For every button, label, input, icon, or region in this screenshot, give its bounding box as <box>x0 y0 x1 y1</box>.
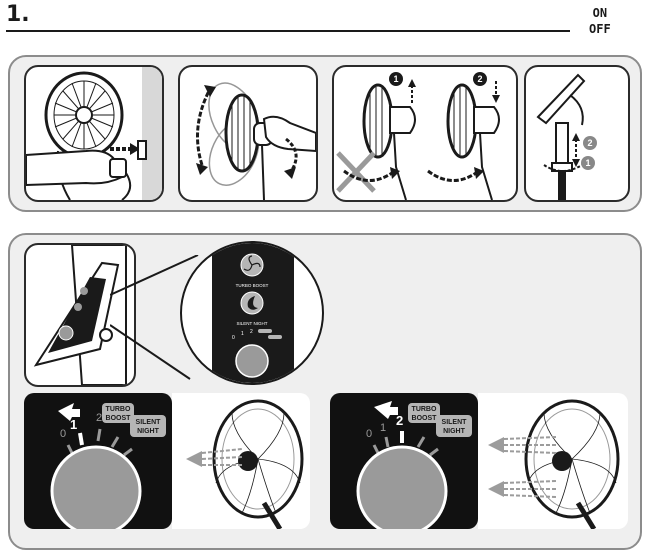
collar-rotate-arrow <box>543 164 583 172</box>
height-badge-2-label: 2 <box>587 138 592 148</box>
turbo-boost-badge <box>408 403 440 423</box>
airflow-low-panel <box>172 393 310 529</box>
panel-height-adjust: 2 1 <box>524 65 630 202</box>
silent-line2: NIGHT <box>443 428 466 435</box>
plug-in-illustration <box>26 67 162 200</box>
tilt-illustration <box>196 82 316 200</box>
height-adjust-illustration: 2 1 <box>536 73 597 200</box>
position-2-label-active: 2 <box>396 413 403 428</box>
zoom-control-detail: TURBO BOOST SILENT NIGHT 0 1 2 <box>180 241 324 385</box>
dial-scale: 0 1 2 <box>232 329 282 341</box>
speed-setting-1-dial: 0 1 2 TURBO BOOST SILENT NIGHT <box>50 403 166 529</box>
dial-ticks <box>66 428 133 457</box>
attach-head-illustration: 1 2 <box>336 72 500 200</box>
controls-frame: TURBO BOOST SILENT NIGHT 0 1 2 0 1 2 TUR… <box>8 233 642 550</box>
mini-speed-dial <box>58 325 74 341</box>
turbo-button-label: TURBO BOOST <box>236 283 269 288</box>
remove-cross-icon <box>336 151 376 193</box>
height-arrow-icon <box>572 133 580 167</box>
height-badge-2 <box>583 136 597 150</box>
fan-head-icon <box>224 93 273 200</box>
speed-dial-knob-large[interactable] <box>50 445 142 529</box>
fan-bracket <box>536 73 586 126</box>
fan-head-icon <box>362 83 416 200</box>
stand-pole <box>551 122 573 200</box>
header-rule <box>6 30 570 32</box>
moon-icon <box>247 296 258 310</box>
silent-line1: SILENT <box>136 419 162 426</box>
height-badge-1-label: 1 <box>585 158 590 168</box>
wall <box>142 67 162 200</box>
mini-turbo-button <box>80 287 88 295</box>
panel-control-overview <box>24 243 136 387</box>
turbo-line1: TURBO <box>106 406 131 413</box>
rotate-arrow-icon-2 <box>427 167 484 182</box>
panel-plug-in <box>24 65 164 202</box>
silent-night-badge <box>130 415 166 437</box>
airflow-high-panel <box>478 393 628 529</box>
position-arrow-icon <box>58 403 80 421</box>
hand-icon <box>262 115 316 153</box>
silent-night-button[interactable] <box>240 291 264 315</box>
position-1-label: 1 <box>380 422 386 434</box>
turbo-boost-badge <box>102 403 134 423</box>
assembly-frame: 1 2 <box>8 55 642 212</box>
fan-head-icon-2 <box>446 83 500 200</box>
dial-label-1: 1 <box>241 331 244 337</box>
zoom-callout-lines <box>110 255 199 380</box>
silent-line1: SILENT <box>442 419 468 426</box>
control-overview-illustration <box>33 245 127 385</box>
rotate-knob-arrow-icon <box>284 137 298 179</box>
turbo-line1: TURBO <box>412 406 437 413</box>
on-label: ON <box>592 6 608 20</box>
position-arrow-icon <box>374 401 398 419</box>
height-badge-1 <box>581 156 595 170</box>
insert-arrow-icon <box>110 143 140 155</box>
airflow-arrow-icon <box>186 448 243 467</box>
position-0-label: 0 <box>60 428 66 440</box>
dial-label-0: 0 <box>232 335 235 341</box>
off-label: OFF <box>589 22 611 36</box>
position-1-label-active: 1 <box>70 417 77 432</box>
airflow-arrow-icon <box>488 436 557 498</box>
step-2-badge: 2 <box>477 74 482 84</box>
speed-setting-1-panel: 0 1 2 TURBO BOOST SILENT NIGHT <box>24 393 172 529</box>
step-1-badge: 1 <box>393 74 398 84</box>
speed-dial-knob[interactable] <box>235 344 269 378</box>
silent-night-badge <box>436 415 472 437</box>
silent-button-label: SILENT NIGHT <box>237 321 268 326</box>
step-2-screw: 2 <box>473 72 500 103</box>
airflow-low-illustration <box>186 399 304 529</box>
panel-attach-head: 1 2 <box>332 65 518 202</box>
rotate-arrow-icon <box>343 167 400 182</box>
on-off-label: ON OFF <box>589 5 611 37</box>
socket <box>137 140 147 160</box>
airflow-high-illustration <box>488 399 620 529</box>
step-1-screw: 1 <box>389 72 416 103</box>
hand-icon <box>26 149 132 200</box>
position-2-label: 2 <box>96 412 102 424</box>
speed-setting-2-dial: 0 1 2 TURBO BOOST SILENT NIGHT <box>356 401 472 529</box>
step-number: 1. <box>6 2 30 27</box>
tilt-arrow-icon <box>196 85 216 175</box>
zoom-detail-svg: TURBO BOOST SILENT NIGHT 0 1 2 <box>212 243 294 383</box>
turbo-boost-button[interactable] <box>240 253 264 277</box>
dial-ticks <box>372 431 439 457</box>
speed-dial-knob-large[interactable] <box>356 445 448 529</box>
turbo-line2: BOOST <box>412 415 438 422</box>
fan-blade-icon <box>243 255 261 271</box>
panel-tilt-adjust <box>178 65 318 202</box>
dial-label-2: 2 <box>250 329 253 335</box>
fan-head-icon <box>524 399 620 529</box>
speed-setting-2-panel: 0 1 2 TURBO BOOST SILENT NIGHT <box>330 393 478 529</box>
silent-line2: NIGHT <box>137 428 160 435</box>
turbo-line2: BOOST <box>106 415 132 422</box>
position-0-label: 0 <box>366 428 372 440</box>
mini-silent-button <box>74 303 82 311</box>
